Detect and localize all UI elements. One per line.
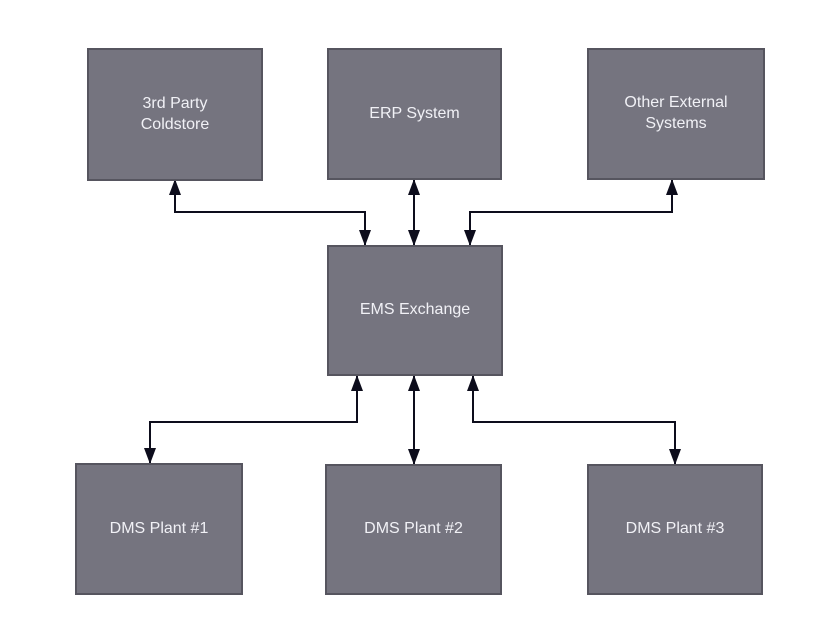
node-label: EMS Exchange [359, 301, 471, 319]
node-label: DMS Plant #2 [364, 520, 463, 538]
node-dms-plant-2: DMS Plant #2 [325, 464, 502, 595]
node-label: Other External Systems [624, 94, 728, 132]
node-label: 3rd Party Coldstore [140, 94, 210, 133]
node-dms-plant-1: DMS Plant #1 [75, 463, 243, 595]
node-dms-plant-3: DMS Plant #3 [587, 464, 763, 595]
connector-ems-dms3 [467, 375, 681, 465]
node-label: DMS Plant #3 [625, 520, 725, 538]
node-ems-exchange: EMS Exchange [327, 245, 503, 376]
node-erp-system: ERP System [327, 48, 502, 180]
connector-ems-dms1 [144, 375, 363, 464]
connector-ems-coldstore [169, 179, 371, 246]
node-3rd-party-coldstore: 3rd Party Coldstore [87, 48, 263, 181]
connector-ems-other-external [464, 179, 678, 246]
node-label: ERP System [369, 104, 460, 122]
node-other-external-systems: Other External Systems [587, 48, 765, 180]
node-label: DMS Plant #1 [109, 519, 209, 537]
